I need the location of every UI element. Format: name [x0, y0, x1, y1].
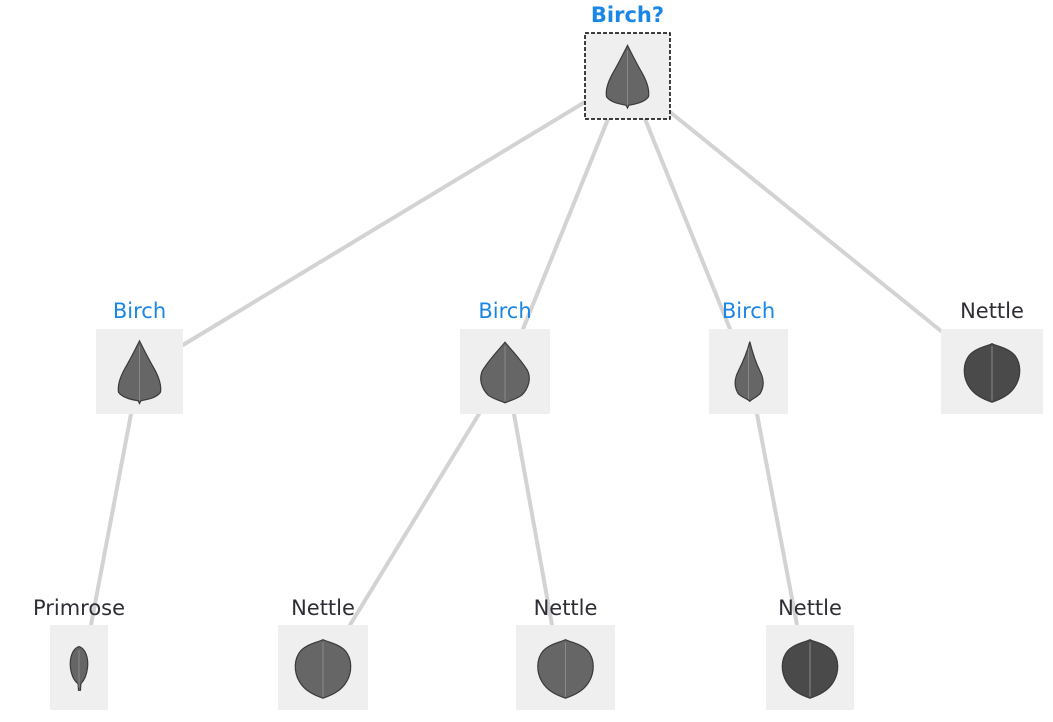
edge-birch-3-to-nettle-c	[755, 412, 799, 627]
level2-node-2-label: Nettle	[291, 596, 355, 620]
level1-node-3-leaf-icon	[734, 341, 764, 403]
edge-root-to-nettle-1	[668, 110, 943, 333]
edge-root-to-birch-2	[521, 117, 610, 331]
level2-node-3: Nettle	[516, 596, 615, 710]
level2-node-2: Nettle	[278, 596, 368, 710]
level2-node-4-label: Nettle	[778, 596, 842, 620]
root-node-label: Birch?	[591, 3, 664, 27]
level1-node-1: Birch	[96, 299, 183, 414]
level1-node-2-label: Birch	[478, 299, 531, 323]
edge-birch-1-to-primrose	[89, 412, 133, 627]
level1-node-3-label: Birch	[722, 299, 775, 323]
level2-node-1-label: Primrose	[33, 596, 125, 620]
level1-node-1-label: Birch	[113, 299, 166, 323]
level1-node-3: Birch	[709, 299, 788, 414]
level2-node-4: Nettle	[766, 596, 854, 710]
edge-birch-2-to-nettle-a	[348, 412, 481, 627]
tree-edges	[89, 100, 943, 627]
root-selection-frame	[584, 32, 671, 120]
edge-birch-2-to-nettle-b	[512, 412, 554, 627]
level1-node-2: Birch	[460, 299, 550, 414]
level1-node-4-label: Nettle	[960, 299, 1024, 323]
level1-node-4: Nettle	[941, 299, 1043, 414]
root-node: Birch?	[584, 3, 671, 120]
level2-node-1: Primrose	[33, 596, 125, 710]
edge-root-to-birch-3	[643, 117, 732, 331]
level2-node-3-label: Nettle	[534, 596, 598, 620]
edge-root-to-birch-1	[181, 100, 587, 347]
